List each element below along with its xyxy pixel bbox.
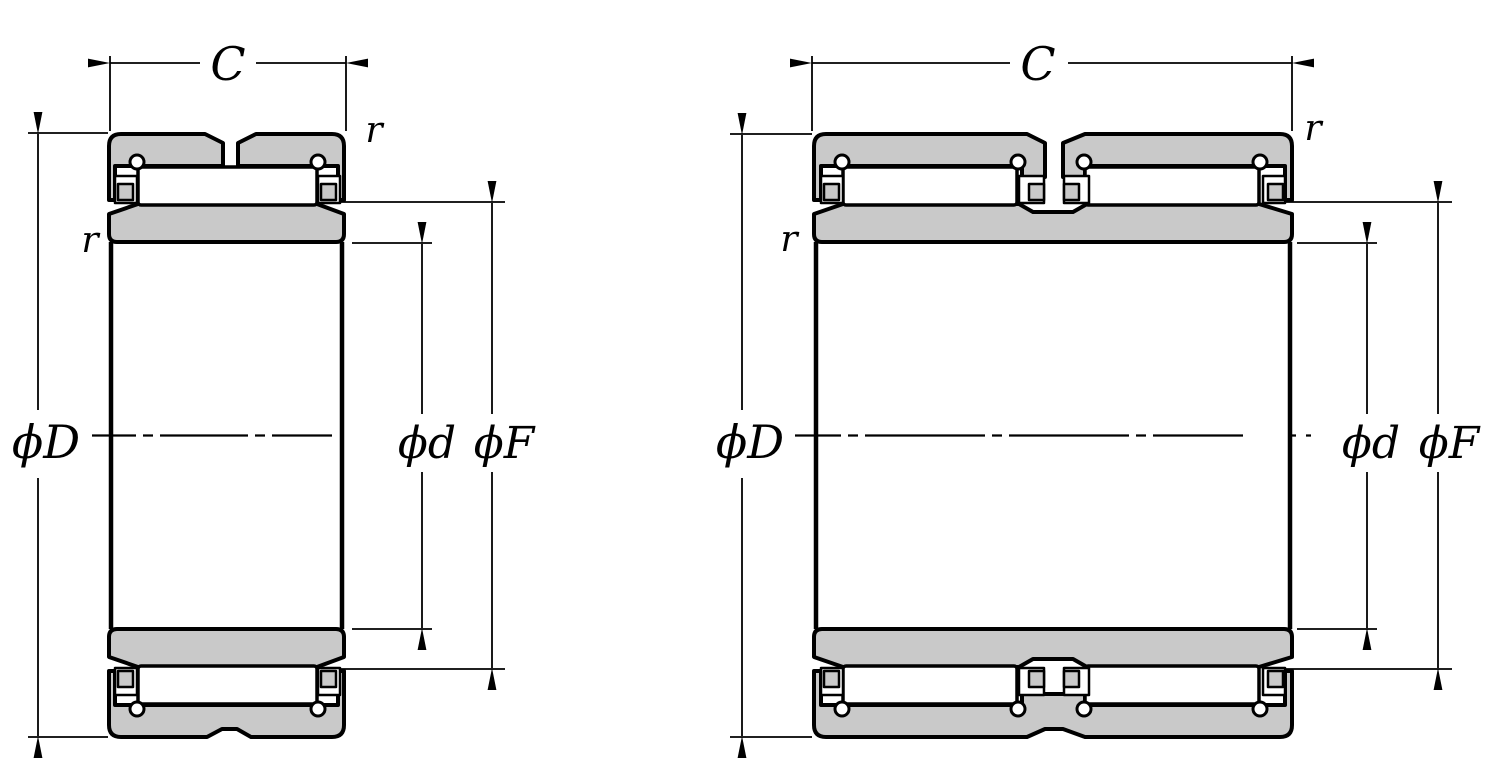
outer-ring: [107, 669, 346, 739]
needle-roller: [136, 165, 319, 207]
needle-roller: [136, 664, 319, 706]
inner-ring: [812, 627, 1294, 669]
roller-end-circle: [309, 153, 327, 171]
roller-end-circle: [1075, 700, 1093, 718]
cage-bar: [1027, 182, 1046, 202]
right-bearing-bottom-section: [812, 627, 1294, 739]
left-bearing-dimension-lines: [28, 56, 505, 758]
right-bearing-bore-lines: [813, 242, 1293, 629]
cage-bar: [319, 669, 338, 689]
left-bore-diameter-label: ϕd: [398, 418, 456, 469]
needle-roller: [841, 664, 1019, 706]
roller-end-circle: [309, 700, 327, 718]
cage-bar: [1027, 669, 1046, 689]
cage-bar: [1062, 669, 1081, 689]
roller-end-circle: [1075, 153, 1093, 171]
right-bearing-drawing: C r r ϕD ϕd ϕF: [716, 37, 1481, 758]
left-bearing-bottom-section: [107, 627, 346, 739]
left-outer-diameter-label: ϕD: [12, 415, 80, 469]
roller-end-circle: [1251, 153, 1269, 171]
left-bearing-bore-lines: [108, 242, 345, 629]
left-raceway-diameter-label: ϕF: [474, 418, 536, 469]
roller-end-circle: [128, 153, 146, 171]
cage-bar: [116, 182, 135, 202]
right-chamfer-top-right-label: r: [1304, 108, 1323, 149]
right-width-label: C: [1020, 37, 1055, 91]
roller-end-circle: [1009, 700, 1027, 718]
cage-bar: [822, 182, 841, 202]
right-chamfer-left-label: r: [780, 219, 799, 260]
cage-bar: [116, 669, 135, 689]
inner-ring: [812, 202, 1294, 244]
cage-bar: [1266, 182, 1285, 202]
inner-ring: [107, 627, 346, 669]
cage-bar: [1266, 669, 1285, 689]
left-bearing-drawing: C r r ϕD ϕd ϕF: [12, 37, 536, 758]
left-bearing-top-section: [107, 132, 346, 244]
cage-bar: [1062, 182, 1081, 202]
needle-roller: [841, 165, 1019, 207]
right-bore-diameter-label: ϕd: [1342, 418, 1400, 469]
roller-end-circle: [1251, 700, 1269, 718]
needle-roller: [1083, 165, 1261, 207]
right-outer-diameter-label: ϕD: [716, 415, 784, 469]
inner-ring: [107, 202, 346, 244]
needle-roller: [1083, 664, 1261, 706]
cage-bar: [822, 669, 841, 689]
right-bearing-top-section: [812, 132, 1294, 244]
left-width-label: C: [210, 37, 245, 91]
roller-end-circle: [833, 153, 851, 171]
roller-end-circle: [1009, 153, 1027, 171]
left-chamfer-left-label: r: [81, 220, 100, 261]
roller-end-circle: [128, 700, 146, 718]
cage-bar: [319, 182, 338, 202]
right-bearing-dimension-lines: [730, 56, 1452, 758]
right-raceway-diameter-label: ϕF: [1419, 418, 1481, 469]
left-chamfer-top-right-label: r: [365, 110, 384, 151]
roller-end-circle: [833, 700, 851, 718]
